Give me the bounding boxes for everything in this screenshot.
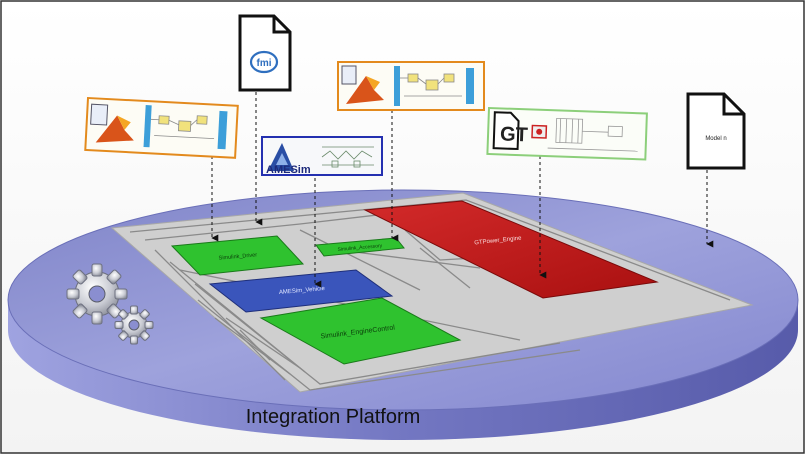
block-driver[interactable]: Simulink_Driver bbox=[170, 235, 305, 276]
block-driver-label: Simulink_Driver bbox=[218, 252, 257, 261]
block-accessory-label: Simulink_Accessory bbox=[337, 243, 383, 253]
block-engine-control[interactable]: Simulink_EngineControl bbox=[259, 297, 462, 365]
matlab-logo-icon bbox=[90, 103, 134, 143]
connector-arrows bbox=[211, 92, 714, 288]
amesim-logo-icon bbox=[268, 143, 294, 171]
tool-card-fmi[interactable]: fmi bbox=[238, 14, 292, 92]
tool-card-matlab-2[interactable] bbox=[337, 61, 485, 111]
amesim-schematic-icon bbox=[321, 146, 374, 168]
tool-card-amesim[interactable]: AMESim bbox=[261, 136, 383, 176]
block-vehicle-label: AMESim_Vehicle bbox=[279, 286, 326, 296]
matlab-logo-icon bbox=[341, 65, 384, 104]
tool-card-matlab-1[interactable] bbox=[84, 96, 239, 159]
block-engine[interactable]: GTPower_Engine bbox=[363, 200, 659, 299]
tool-card-model-n[interactable]: Model n bbox=[686, 92, 746, 170]
gt-schematic-icon bbox=[547, 117, 638, 152]
platform-label: Integration Platform bbox=[246, 406, 421, 428]
block-accessory[interactable]: Simulink_Accessory bbox=[315, 237, 405, 257]
tool-card-gt[interactable]: GT bbox=[486, 106, 648, 161]
gt-document-icon bbox=[492, 111, 520, 151]
fmi-logo-icon: fmi bbox=[249, 50, 279, 74]
simulink-block-diagram-icon bbox=[400, 73, 462, 97]
block-vehicle[interactable]: AMESim_Vehicle bbox=[208, 269, 394, 313]
gear-small-icon bbox=[114, 305, 154, 345]
svg-text:fmi: fmi bbox=[257, 58, 272, 69]
amesim-label: AMESim bbox=[266, 164, 311, 176]
simulink-block-diagram-icon bbox=[150, 115, 215, 140]
model-n-label: Model n bbox=[705, 136, 726, 142]
block-engine-label: GTPower_Engine bbox=[474, 235, 522, 246]
gt-label: GT bbox=[500, 123, 529, 146]
gear-icon bbox=[66, 263, 128, 325]
model-n-document-icon bbox=[686, 92, 746, 170]
